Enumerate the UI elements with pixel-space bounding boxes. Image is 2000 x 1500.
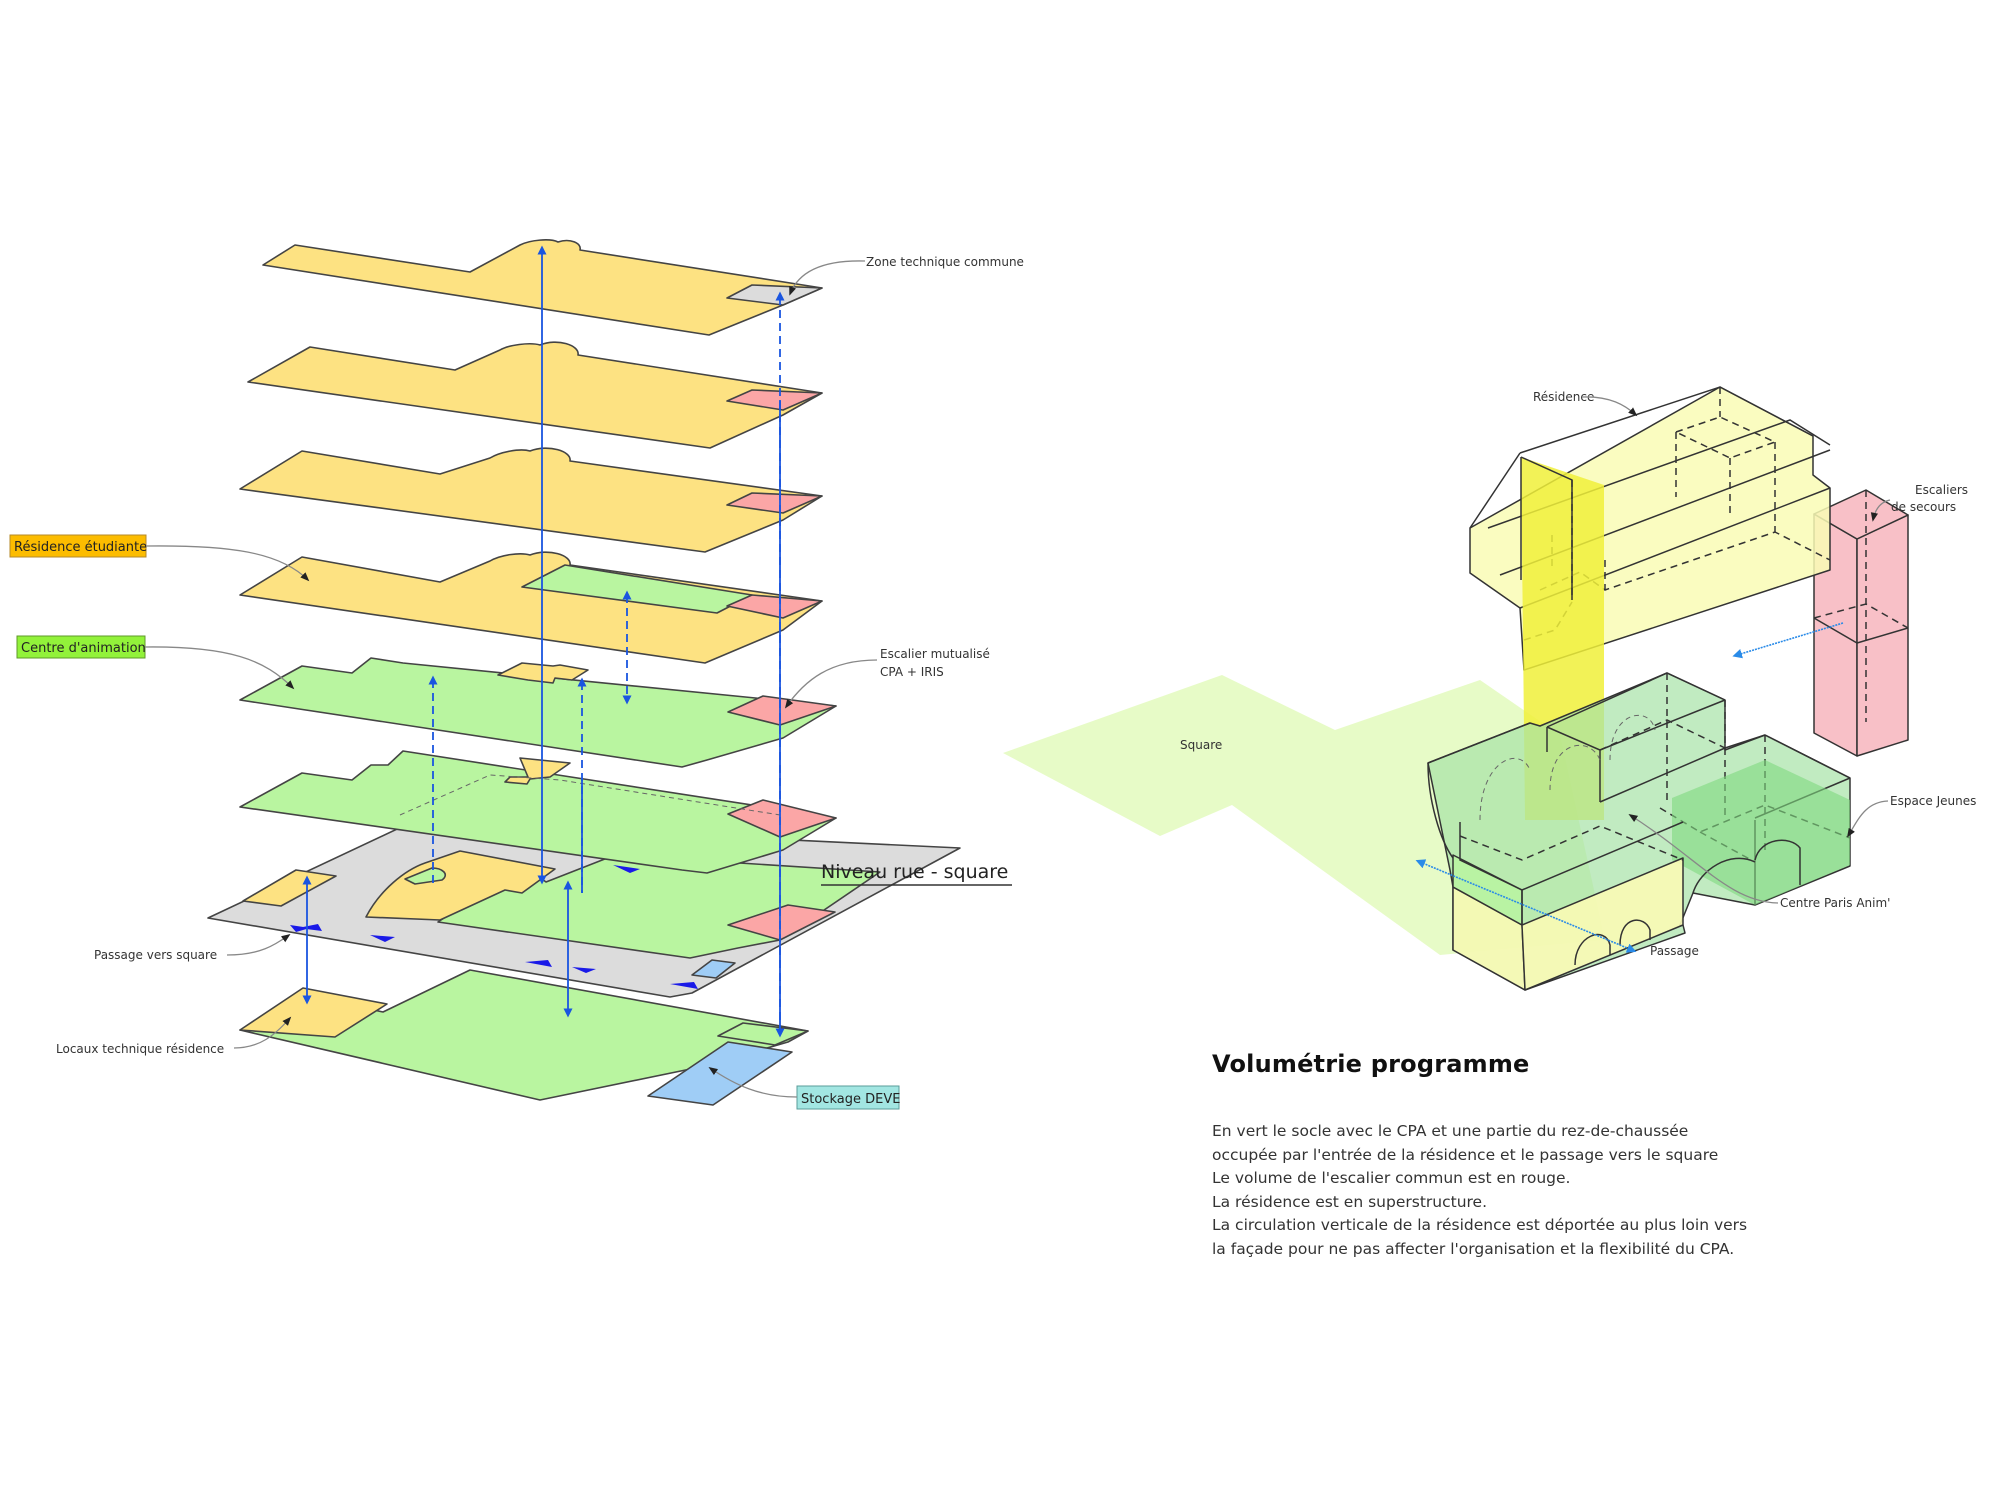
- description-block: Volumétrie programme En vert le socle av…: [1212, 1050, 1832, 1261]
- plate-r3-escalier: [726, 594, 823, 619]
- label-residence-text: Résidence: [1533, 390, 1594, 404]
- plate-rdc-residence-left: [242, 869, 337, 907]
- r1-dashed-outline: [399, 774, 781, 816]
- plate-r4-escalier: [726, 492, 823, 514]
- level-rdc: [207, 821, 961, 998]
- description-line: la façade pour ne pas affecter l'organis…: [1212, 1239, 1735, 1258]
- tag-residence-etudiante: Résidence étudiante: [9, 534, 310, 582]
- label-locaux-technique: Locaux technique résidence: [56, 1016, 292, 1056]
- label-espace-jeunes-text: Espace Jeunes: [1890, 794, 1976, 808]
- description-line: En vert le socle avec le CPA et une part…: [1212, 1122, 1689, 1140]
- label-escalier-line1: Escalier mutualisé: [880, 647, 990, 661]
- plate-escalier-ss: [717, 1022, 809, 1046]
- level-r4: [239, 447, 823, 553]
- plate-r5-residence: [247, 341, 823, 449]
- level-r3: [239, 551, 823, 664]
- label-niveau-rue-square: Niveau rue - square: [821, 861, 1012, 886]
- passage-flow-arrows: [290, 865, 698, 989]
- label-espace-jeunes: Espace Jeunes: [1847, 794, 1976, 838]
- description-line: Le volume de l'escalier commun est en ro…: [1212, 1169, 1571, 1187]
- label-zone-technique-text: Zone technique commune: [866, 255, 1024, 269]
- plate-locaux-technique: [239, 987, 388, 1038]
- label-centre-paris-anim: Centre Paris Anim': [1628, 814, 1890, 910]
- label-square: Square: [1180, 738, 1222, 752]
- label-escalier-mutualise: Escalier mutualisé CPA + IRIS: [784, 647, 990, 709]
- label-niveau-rue-text: Niveau rue - square: [821, 861, 1008, 883]
- plate-rdc-escalier: [727, 904, 836, 941]
- volumetry-axonometry: Square: [1003, 386, 1976, 991]
- level-ss: [239, 969, 809, 1106]
- exploded-floor-plans: Zone technique commune Résidence étudian…: [9, 239, 1024, 1110]
- plate-rdc-stockage: [691, 959, 736, 979]
- plate-r5-escalier: [726, 389, 823, 411]
- label-residence-volume: Résidence: [1533, 390, 1638, 417]
- flow-arrow-escaliers: [1732, 622, 1844, 659]
- label-passage-text: Passage vers square: [94, 948, 217, 962]
- label-passage-vers-square: Passage vers square: [94, 933, 291, 962]
- flow-arrow-passage: [1415, 859, 1637, 953]
- plate-r2-escalier: [727, 695, 837, 726]
- tag-stockage-deve: Stockage DEVE: [708, 1066, 900, 1110]
- volume-escaliers-secours: [1813, 489, 1909, 757]
- description-paragraph: En vert le socle avec le CPA et une part…: [1212, 1120, 1832, 1261]
- plate-r3-residence: [239, 551, 823, 664]
- tag-residence-etudiante-text: Résidence étudiante: [14, 540, 147, 555]
- label-escaliers-secours: Escaliers de secours: [1870, 483, 1968, 522]
- level-r2: [239, 657, 837, 768]
- label-zone-technique: Zone technique commune: [789, 255, 1024, 296]
- description-line: occupée par l'entrée de la résidence et …: [1212, 1145, 1719, 1164]
- plate-r1-escalier: [727, 799, 837, 838]
- label-centre-paris-anim-text: Centre Paris Anim': [1780, 896, 1890, 910]
- level-r5: [247, 341, 823, 449]
- plate-stockage-deve: [647, 1041, 793, 1106]
- label-escalier-line2: CPA + IRIS: [880, 665, 944, 679]
- label-passage-volume: Passage: [1650, 944, 1699, 958]
- tag-centre-animation-text: Centre d'animation: [21, 641, 146, 656]
- plate-zone-technique: [726, 284, 823, 306]
- label-escaliers-line1: Escaliers: [1915, 483, 1968, 497]
- label-locaux-text: Locaux technique résidence: [56, 1042, 224, 1056]
- tag-centre-animation: Centre d'animation: [16, 635, 295, 690]
- description-line: La circulation verticale de la résidence…: [1212, 1216, 1748, 1234]
- label-escaliers-line2: de secours: [1891, 500, 1956, 514]
- description-line: La résidence est en superstructure.: [1212, 1192, 1488, 1211]
- vertical-circulation: [302, 245, 785, 1038]
- plate-rdc-residence-entree: [365, 850, 556, 921]
- description-title: Volumétrie programme: [1212, 1050, 1530, 1078]
- plate-r4-residence: [239, 447, 823, 553]
- tag-stockage-text: Stockage DEVE: [801, 1092, 900, 1107]
